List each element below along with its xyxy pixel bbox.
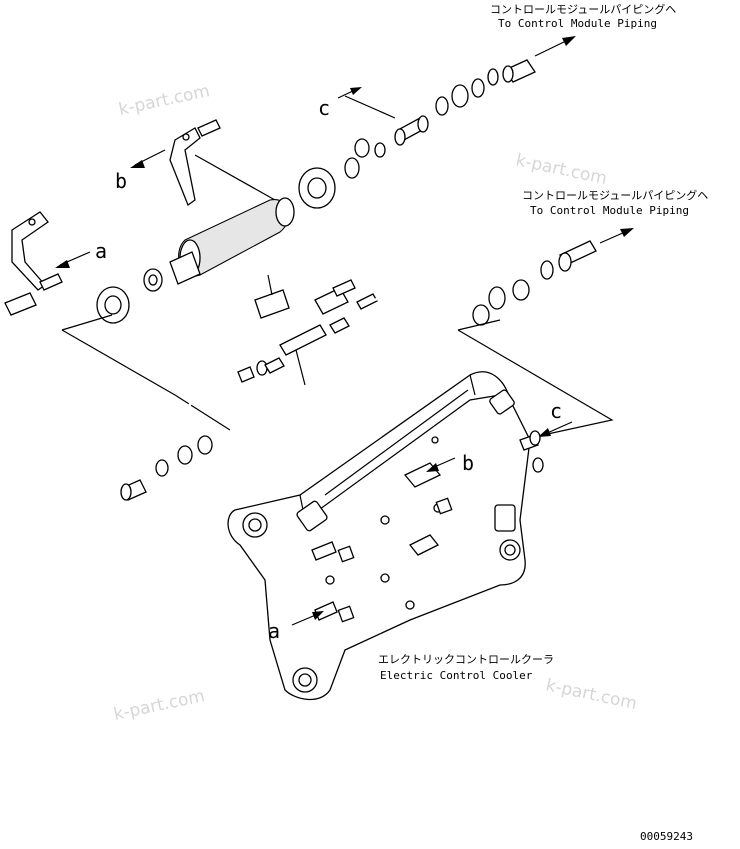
top-label-en: To Control Module Piping <box>498 17 657 30</box>
callout-a-cooler: a <box>268 619 280 643</box>
callout-b-arrow <box>130 149 166 168</box>
callout-a-arrow <box>55 251 91 268</box>
cooler-label-en: Electric Control Cooler <box>380 669 533 682</box>
mid-label-en: To Control Module Piping <box>530 204 689 217</box>
callout-a-cooler-arrow <box>291 611 324 626</box>
pump-unit <box>143 197 326 335</box>
callout-c-arrow <box>337 87 362 99</box>
top-direction-arrow <box>534 36 576 57</box>
washer <box>344 157 360 179</box>
bracket-a <box>4 211 63 316</box>
callout-b-cooler: b <box>462 451 474 475</box>
upper-pipe <box>353 70 449 158</box>
callout-b-top: b <box>115 169 127 193</box>
bracket-b <box>169 119 221 207</box>
middle-fittings <box>256 293 378 376</box>
watermark: k-part.com <box>112 686 207 725</box>
mid-direction-arrow <box>599 228 634 244</box>
banjo-bolt <box>394 115 429 146</box>
callout-c-top: c <box>318 96 330 120</box>
lower-left-pipe <box>120 366 255 501</box>
watermark: k-part.com <box>544 675 639 714</box>
top-label-jp: コントロールモジュールパイピングヘ <box>490 2 676 16</box>
drawing-number: 00059243 <box>640 830 693 843</box>
upper-fitting-assembly <box>451 59 536 108</box>
callout-c-right-arrow <box>538 421 573 437</box>
callout-c-right: c <box>550 399 562 423</box>
electric-control-cooler <box>227 371 544 701</box>
cooler-label-jp: エレクトリックコントロールクーラ <box>378 653 554 666</box>
callout-a-left: a <box>95 239 107 263</box>
watermark: k-part.com <box>117 81 212 120</box>
callout-b-cooler-arrow <box>426 457 456 472</box>
watermark: k-part.com <box>514 150 609 189</box>
right-pipe <box>374 263 530 326</box>
mid-right-fitting <box>540 240 597 280</box>
mid-label-jp: コントロールモジュールパイピングヘ <box>522 188 708 202</box>
electrical-connector <box>314 279 356 315</box>
